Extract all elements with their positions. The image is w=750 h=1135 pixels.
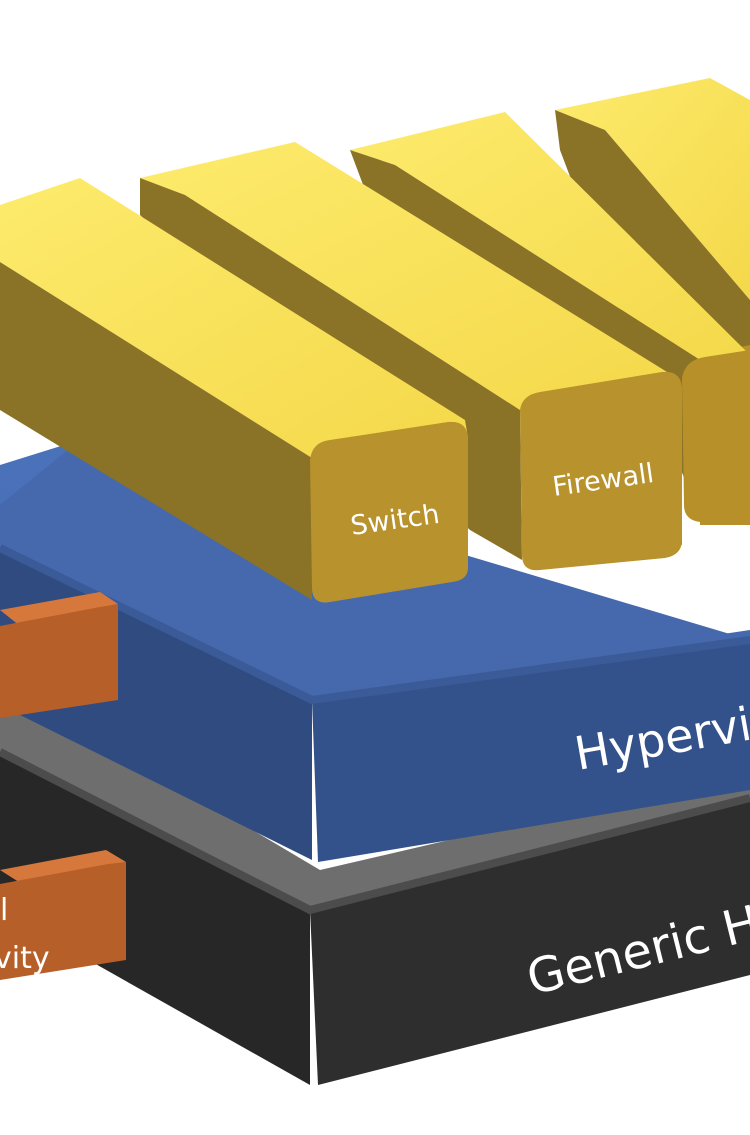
firewall-front-face [520,371,682,571]
hardware-layer: Generic H [0,680,750,1085]
connector-bar-upper [0,592,118,718]
function-bar-switch: Switch [0,178,468,603]
hardware-top-face [0,680,750,910]
connector-bar-lower: l vity [0,850,126,980]
connector-label-line-2: vity [0,941,50,976]
hardware-side-face [0,752,310,1085]
hypervisor-front-face [312,640,750,862]
switch-front-face [310,421,468,603]
hardware-front-face [310,798,750,1085]
connector-label-line-1: l [0,893,8,928]
